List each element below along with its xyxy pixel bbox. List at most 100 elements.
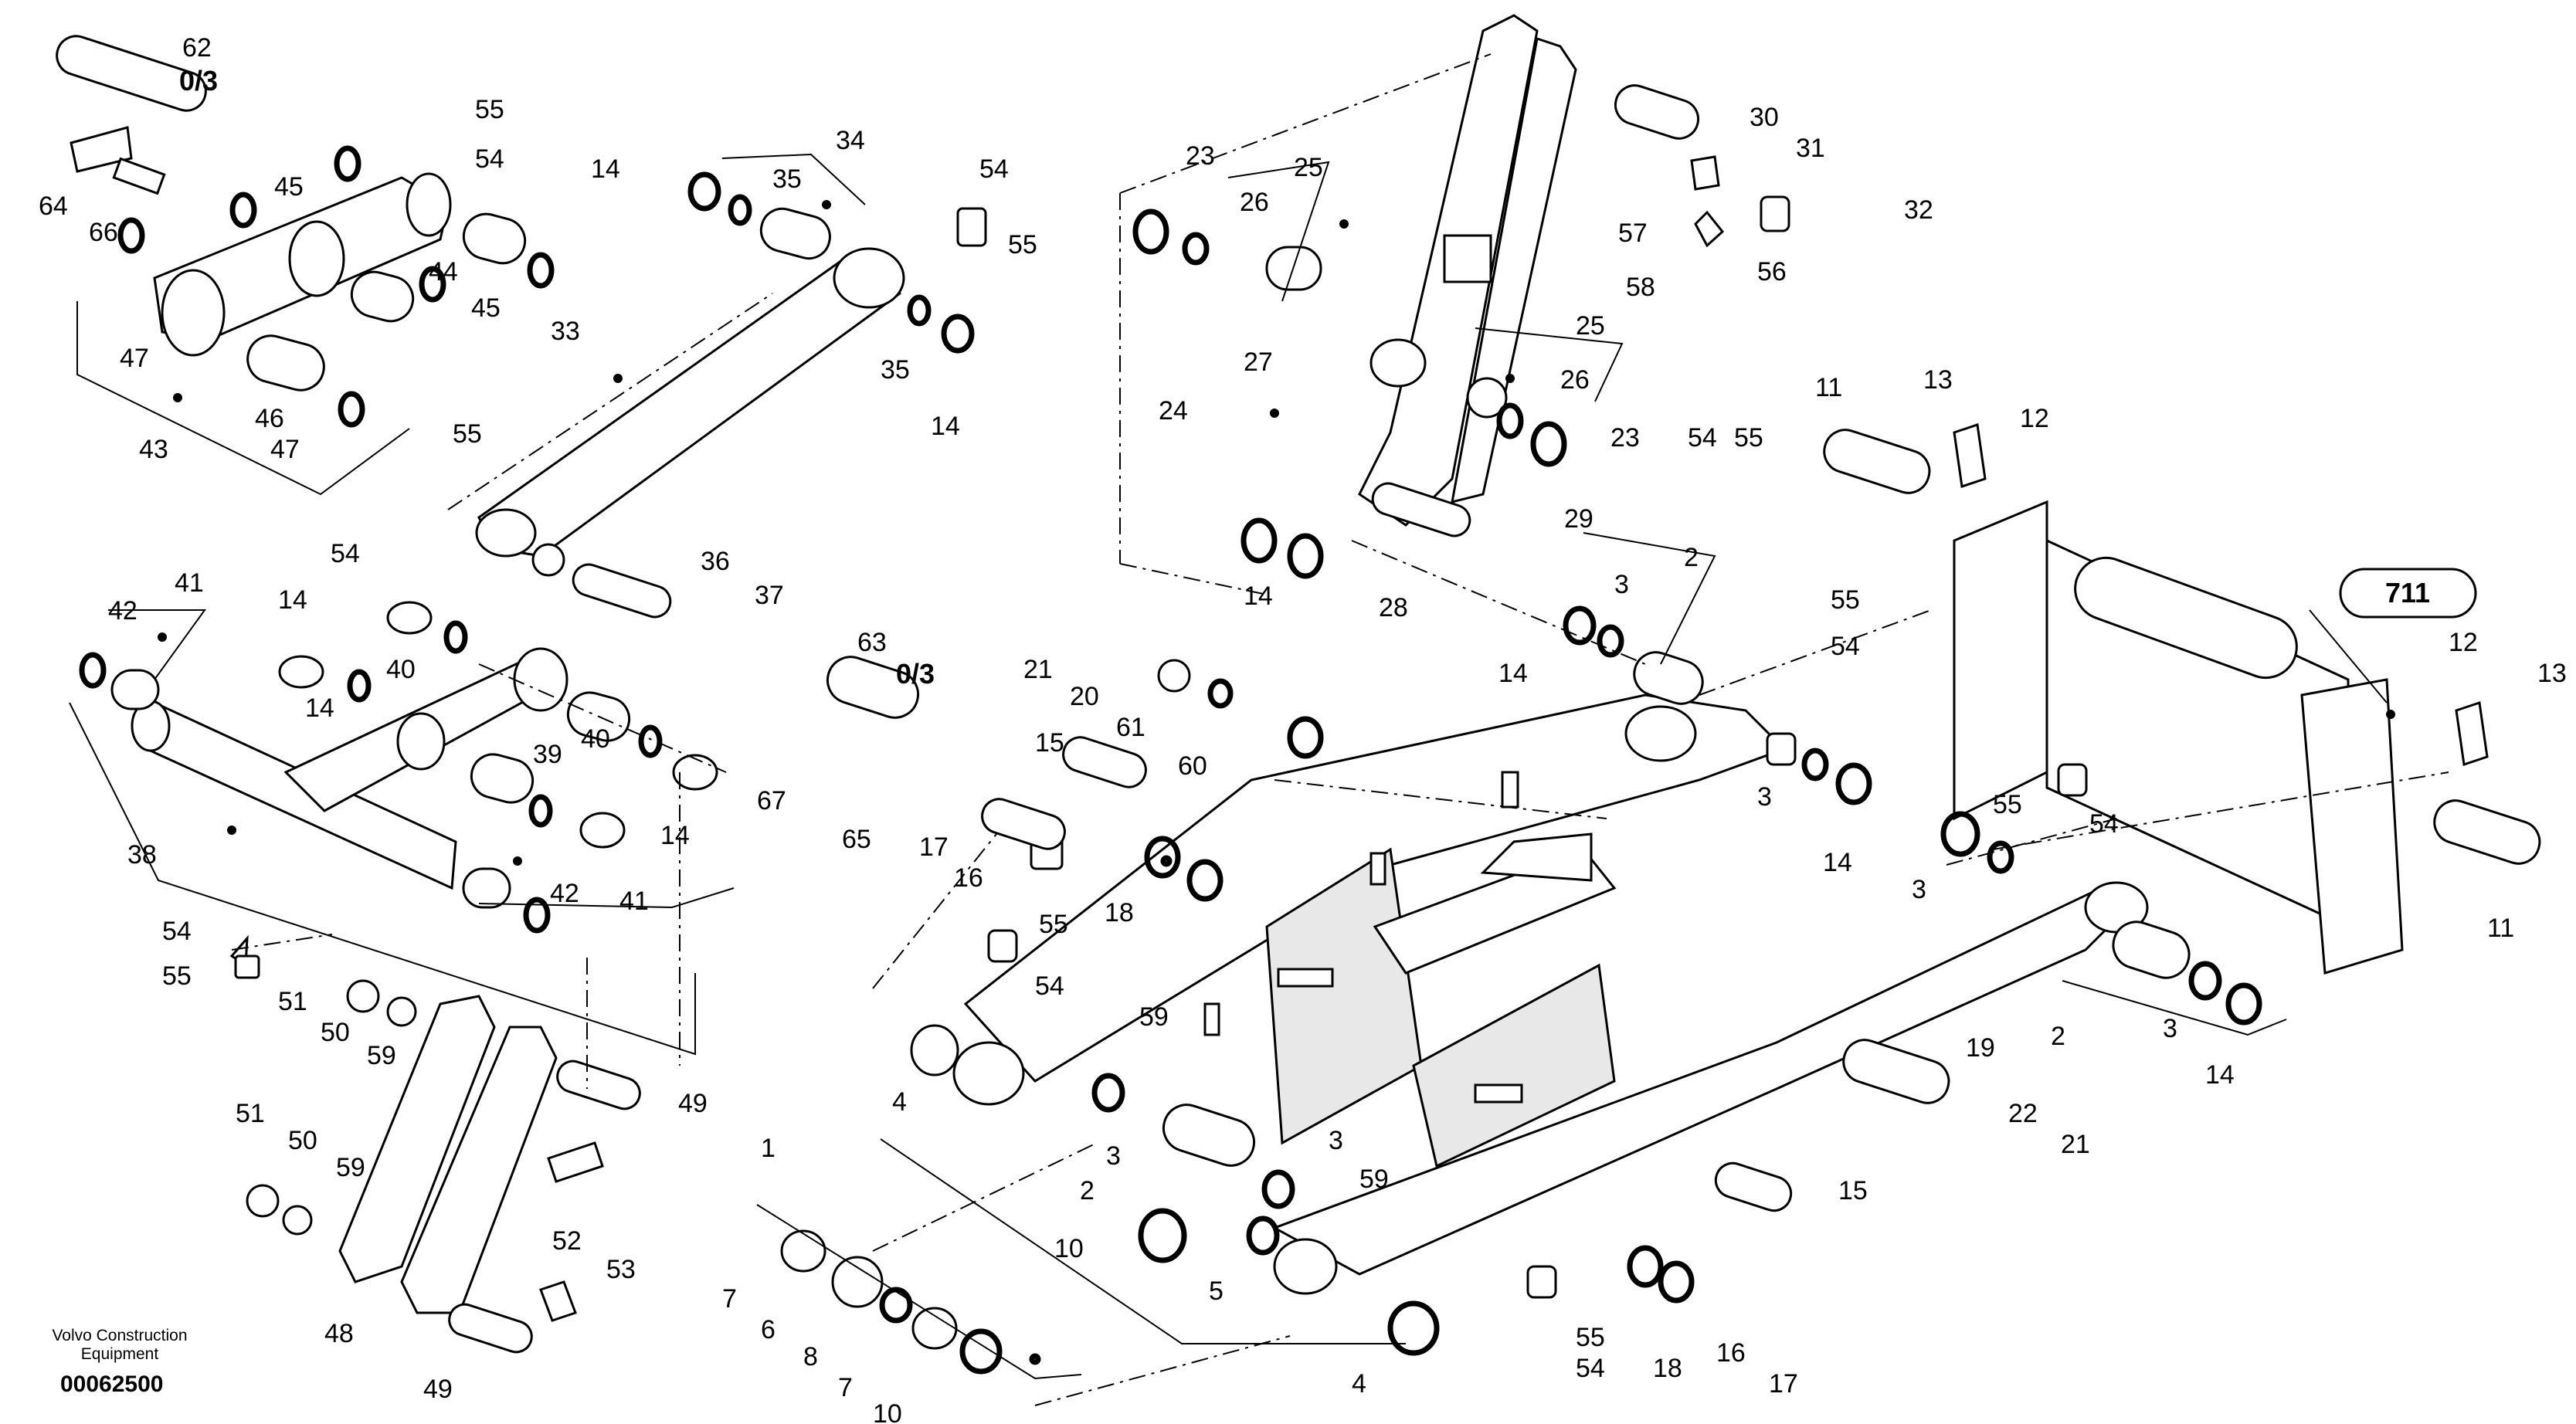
callout-63: 63 [857, 628, 887, 657]
callout-15: 15 [1035, 728, 1064, 758]
callout-57: 57 [1618, 219, 1648, 248]
callout-35: 35 [772, 164, 802, 194]
callout-27: 27 [1244, 348, 1273, 377]
callout-40: 40 [386, 655, 416, 684]
callout-5: 5 [1209, 1277, 1224, 1306]
callout-47: 47 [270, 435, 300, 464]
callout-67: 67 [757, 786, 786, 815]
callout-50: 50 [288, 1126, 317, 1155]
callout-1: 1 [761, 1134, 776, 1163]
callout-30: 30 [1750, 103, 1779, 132]
section-ref-711[interactable]: 711 [2339, 568, 2477, 619]
callout-66: 66 [89, 218, 118, 247]
link-plates-48 [229, 934, 641, 1354]
callout-14: 14 [660, 821, 690, 850]
callout-59: 59 [1359, 1165, 1389, 1194]
callout-24: 24 [1159, 396, 1188, 426]
main-lift-frame [952, 693, 2149, 1295]
section-ref-label: 711 [2385, 577, 2430, 609]
callout-14: 14 [2205, 1060, 2235, 1090]
callout-41: 41 [175, 568, 204, 598]
callout-3: 3 [1912, 875, 1926, 904]
callout-54: 54 [1035, 971, 1064, 1001]
callout-10: 10 [1054, 1234, 1084, 1263]
callout-55: 55 [1831, 585, 1860, 615]
callout-14: 14 [1244, 581, 1273, 611]
callout-26: 26 [1240, 188, 1269, 217]
callout-55: 55 [162, 961, 192, 991]
boom-24 [1132, 14, 1790, 579]
callout-53: 53 [606, 1255, 636, 1284]
callout-7: 7 [722, 1284, 737, 1314]
callout-25: 25 [1576, 311, 1605, 341]
callout-16: 16 [954, 863, 983, 893]
publisher-credit-line1: Volvo Construction [52, 1327, 188, 1344]
callout-56: 56 [1757, 257, 1787, 286]
callout-54: 54 [1831, 632, 1860, 661]
callout-22: 22 [2008, 1099, 2038, 1128]
callout-54: 54 [331, 539, 360, 568]
callout-19: 19 [1966, 1033, 1995, 1063]
callout-26: 26 [1560, 365, 1590, 395]
callout-55: 55 [1008, 230, 1037, 259]
callout-42: 42 [108, 596, 137, 626]
callout-54: 54 [162, 917, 192, 946]
callout-2: 2 [1080, 1176, 1095, 1205]
callout-16: 16 [1716, 1338, 1746, 1368]
bracket-43-assembly [117, 145, 555, 428]
callout-11: 11 [1815, 373, 1842, 402]
callout-13: 13 [1923, 365, 1953, 395]
callout-55: 55 [453, 419, 482, 449]
callout-3: 3 [1757, 782, 1772, 812]
callout-18: 18 [1653, 1354, 1682, 1383]
quantity-note-top: 0/3 [179, 65, 218, 97]
callout-54: 54 [979, 154, 1009, 184]
callout-55: 55 [1734, 423, 1763, 453]
document-number: 00062500 [60, 1371, 164, 1397]
callout-43: 43 [139, 435, 168, 464]
callout-3: 3 [1329, 1126, 1343, 1155]
callout-60: 60 [1178, 751, 1207, 781]
callout-34: 34 [836, 126, 865, 155]
callout-23: 23 [1186, 141, 1215, 171]
callout-29: 29 [1564, 504, 1593, 534]
callout-14: 14 [931, 412, 960, 441]
callout-50: 50 [321, 1018, 350, 1047]
callout-14: 14 [278, 585, 307, 615]
callout-59: 59 [1139, 1002, 1169, 1032]
quantity-note-mid: 0/3 [896, 658, 935, 690]
callout-39: 39 [533, 740, 562, 769]
callout-55: 55 [475, 95, 504, 124]
callout-38: 38 [127, 840, 157, 870]
callout-4: 4 [892, 1087, 907, 1117]
callout-20: 20 [1070, 682, 1099, 711]
callout-13: 13 [2537, 659, 2567, 688]
callout-33: 33 [551, 317, 580, 346]
callout-4: 4 [1352, 1369, 1366, 1399]
callout-14: 14 [305, 693, 334, 723]
leader-lines [69, 53, 2449, 1406]
callout-15: 15 [1838, 1176, 1868, 1205]
callout-54: 54 [1688, 423, 1717, 453]
callout-58: 58 [1626, 273, 1655, 302]
callout-51: 51 [236, 1099, 265, 1128]
pin-62-group [56, 35, 207, 195]
callout-14: 14 [1823, 848, 1852, 877]
callout-55: 55 [1576, 1323, 1605, 1352]
callout-18: 18 [1105, 898, 1134, 927]
callout-17: 17 [1769, 1369, 1798, 1399]
callout-62: 62 [182, 33, 212, 63]
callout-31: 31 [1796, 134, 1825, 163]
callout-8: 8 [803, 1342, 818, 1371]
callout-45: 45 [471, 293, 501, 323]
callout-17: 17 [919, 832, 949, 862]
callout-46: 46 [255, 404, 284, 433]
callout-47: 47 [120, 344, 149, 373]
callout-40: 40 [581, 724, 610, 754]
callout-2: 2 [1684, 543, 1699, 572]
callout-64: 64 [39, 192, 68, 221]
callout-3: 3 [2163, 1014, 2177, 1043]
callout-44: 44 [429, 257, 458, 286]
callout-49: 49 [678, 1089, 708, 1118]
